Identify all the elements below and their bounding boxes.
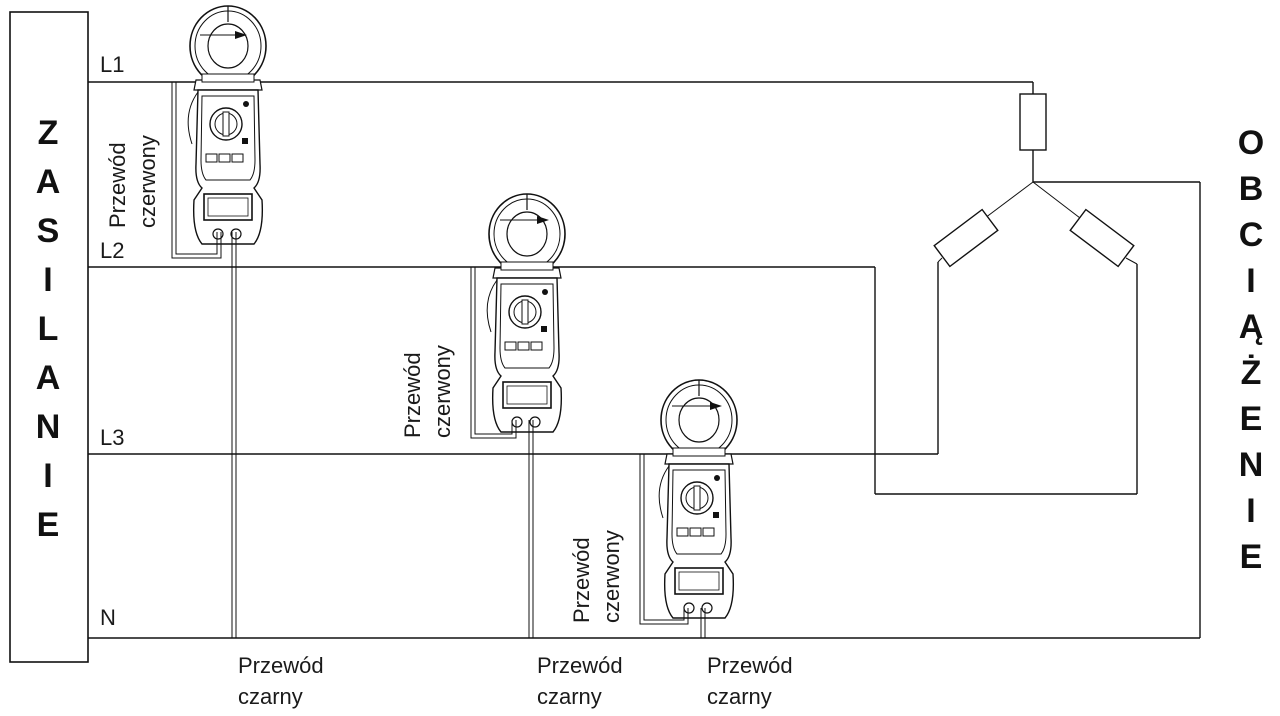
meter-2-red-lead-label: Przewód czerwony [400, 345, 455, 438]
load-letter: I [1246, 262, 1255, 300]
clamp-meter-1 [171, 5, 267, 638]
load-resistor-right [1069, 208, 1135, 268]
supply-letter: L [38, 310, 59, 348]
load-letter: E [1240, 400, 1263, 438]
supply-letter: E [37, 506, 60, 544]
supply-letter: S [37, 212, 60, 250]
supply-box [9, 11, 89, 663]
clamp-meter-2 [470, 193, 566, 638]
meter-2-black-lead-label: Przewód czarny [537, 653, 629, 709]
load-letter: N [1239, 446, 1264, 484]
load-letter: C [1239, 216, 1264, 254]
supply-letter: A [36, 359, 61, 397]
load-letter: B [1239, 170, 1264, 208]
load-resistor-left [933, 208, 999, 268]
load-letter: O [1238, 124, 1264, 162]
supply-letter: I [43, 457, 52, 495]
supply-letter: A [36, 163, 61, 201]
load-resistor-top [1019, 93, 1047, 151]
meter-3-black-lead-label: Przewód czarny [707, 653, 799, 709]
supply-letter: N [36, 408, 61, 446]
star-load [874, 82, 1201, 638]
line-l2-label: L2 [100, 238, 124, 263]
load-letter: Ż [1241, 354, 1262, 392]
load-letter: I [1246, 492, 1255, 530]
line-l3-label: L3 [100, 425, 124, 450]
meter-3-red-lead-label: Przewód czerwony [569, 530, 624, 623]
load-letter: E [1240, 538, 1263, 576]
supply-letter: Z [38, 114, 59, 152]
line-n-label: N [100, 605, 116, 630]
meter-1-red-lead-label: Przewód czerwony [105, 135, 160, 228]
supply-letter: I [43, 261, 52, 299]
meter-1-black-lead-label: Przewód czarny [238, 653, 330, 709]
clamp-meter-3 [639, 379, 738, 638]
line-l1-label: L1 [100, 52, 124, 77]
load-letter: Ą [1239, 308, 1264, 346]
